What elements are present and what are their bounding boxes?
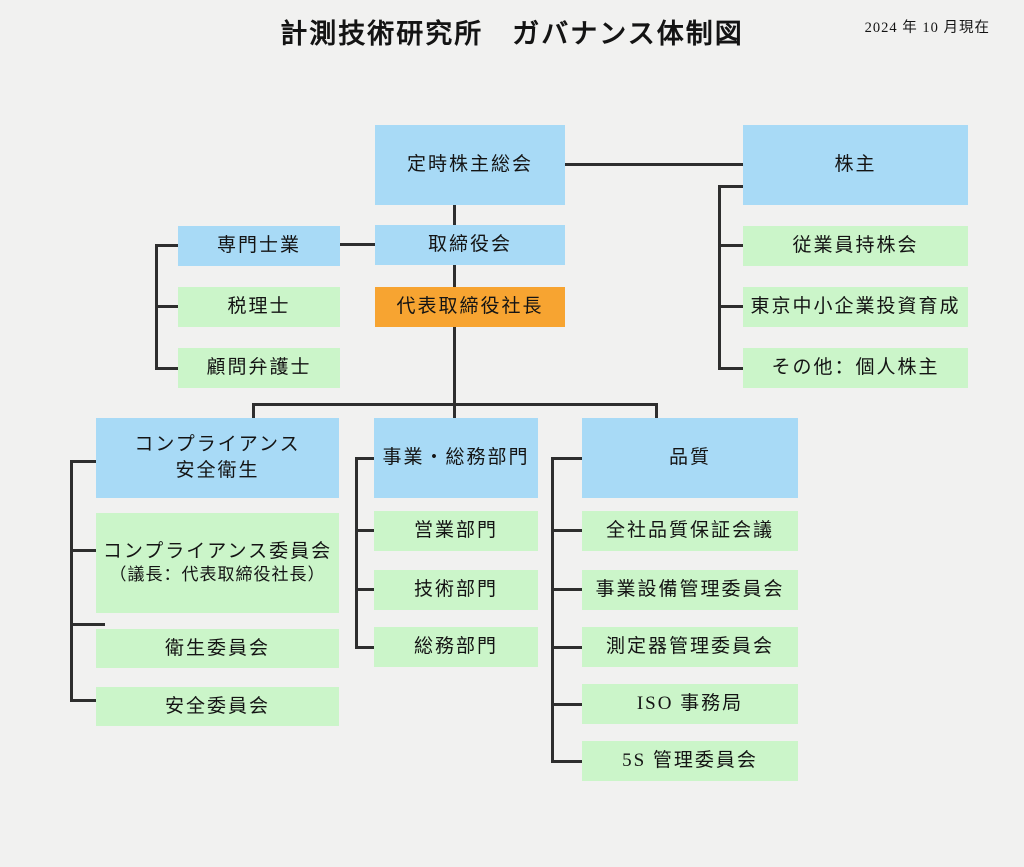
node-facility-management-committee: 事業設備管理委員会 <box>582 570 798 610</box>
node-compliance-committee: コンプライアンス委員会 （議長：代表取締役社長） <box>96 513 339 613</box>
bracket-compliance-tick4 <box>70 699 96 702</box>
bracket-business-tick1 <box>355 457 374 460</box>
node-engineering-dept: 技術部門 <box>374 570 538 610</box>
bracket-quality-tick5 <box>551 703 582 706</box>
node-iso-office: ISO 事務局 <box>582 684 798 724</box>
node-shareholders-meeting: 定時株主総会 <box>375 125 565 205</box>
bracket-business-tick3 <box>355 588 374 591</box>
bracket-professionals-tick1 <box>155 244 180 247</box>
connector-stem-board-president <box>453 265 456 289</box>
branch-drop-left <box>252 403 255 418</box>
connector-meeting-shareholders <box>565 163 743 166</box>
bracket-professionals-tick3 <box>155 367 180 370</box>
node-compliance-safety-line1: コンプライアンス <box>134 434 301 456</box>
page-title: 計測技術研究所 ガバナンス体制図 <box>280 19 744 49</box>
node-business-general-affairs: 事業・総務部門 <box>374 418 538 498</box>
bracket-shareholders-tick2 <box>718 305 743 308</box>
bracket-business-v <box>355 457 358 649</box>
connector-stem-president-branch <box>453 327 456 418</box>
bracket-quality-tick3 <box>551 588 582 591</box>
bracket-quality-tick6 <box>551 760 582 763</box>
bracket-quality-tick1 <box>551 457 582 460</box>
node-shareholders: 株主 <box>743 125 968 205</box>
node-company-quality-assurance-meeting: 全社品質保証会議 <box>582 511 798 551</box>
node-sales-dept: 営業部門 <box>374 511 538 551</box>
node-instrument-management-committee: 測定器管理委員会 <box>582 627 798 667</box>
node-compliance-safety: コンプライアンス 安全衛生 <box>96 418 339 498</box>
node-compliance-committee-line1: コンプライアンス委員会 <box>102 540 333 562</box>
bracket-shareholders-tick1 <box>718 244 743 247</box>
bracket-business-tick2 <box>355 529 374 532</box>
node-board-of-directors: 取締役会 <box>375 225 565 265</box>
bracket-business-tick4 <box>355 646 374 649</box>
as-of-date: 2024 年 10 月現在 <box>864 20 990 36</box>
node-tax-accountant: 税理士 <box>178 287 340 327</box>
node-hygiene-committee: 衛生委員会 <box>96 629 339 668</box>
node-compliance-safety-line2: 安全衛生 <box>175 460 260 481</box>
node-president: 代表取締役社長 <box>375 287 565 327</box>
connector-stem-meeting-board <box>453 203 456 227</box>
bracket-professionals-tick2 <box>155 305 180 308</box>
node-employee-stock-ownership: 従業員持株会 <box>743 226 968 266</box>
bracket-shareholders-stub <box>718 185 743 188</box>
bracket-compliance-tick3 <box>70 623 105 626</box>
node-safety-committee: 安全委員会 <box>96 687 339 726</box>
node-tokyo-sbic: 東京中小企業投資育成 <box>743 287 968 327</box>
branch-drop-right <box>655 403 658 418</box>
node-compliance-committee-line2: （議長：代表取締役社長） <box>109 565 326 585</box>
bracket-compliance-tick2 <box>70 549 96 552</box>
node-quality: 品質 <box>582 418 798 498</box>
node-other-individual-shareholders: その他：個人株主 <box>743 348 968 388</box>
node-general-affairs-dept: 総務部門 <box>374 627 538 667</box>
node-corporate-lawyer: 顧問弁護士 <box>178 348 340 388</box>
bracket-shareholders-tick3 <box>718 367 743 370</box>
bracket-shareholders-v <box>718 185 721 370</box>
bracket-quality-v <box>551 457 554 762</box>
bracket-quality-tick2 <box>551 529 582 532</box>
connector-professionals-board <box>340 243 375 246</box>
node-five-s-committee: 5S 管理委員会 <box>582 741 798 781</box>
bracket-quality-tick4 <box>551 646 582 649</box>
branch-horizontal <box>252 403 658 406</box>
bracket-compliance-tick1 <box>70 460 96 463</box>
node-professionals: 専門士業 <box>178 226 340 266</box>
bracket-compliance-v <box>70 460 73 702</box>
